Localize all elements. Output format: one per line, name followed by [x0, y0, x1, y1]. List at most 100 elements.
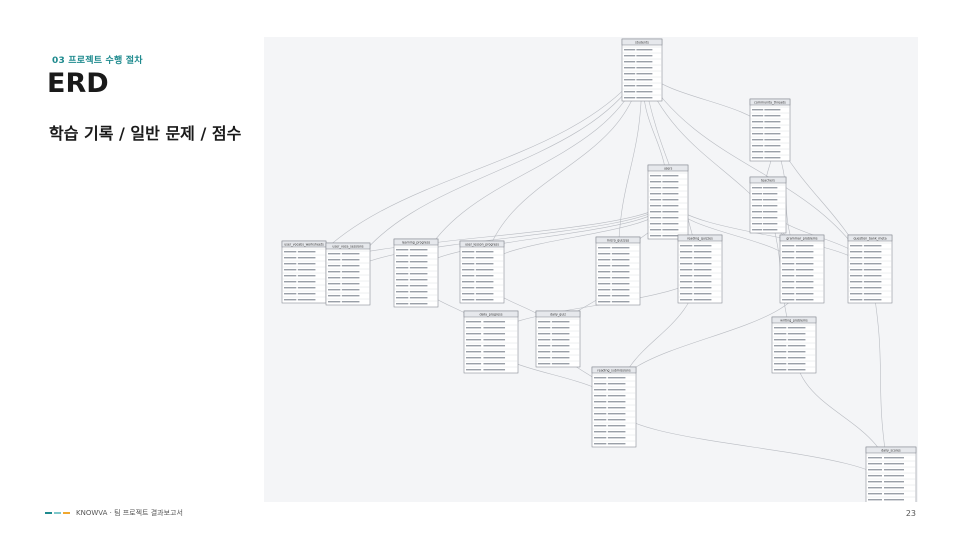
erd-column-name [863, 293, 882, 295]
erd-column-type [396, 249, 409, 251]
erd-column-name [483, 339, 506, 341]
erd-column-name [409, 279, 428, 281]
erd-column-type [680, 269, 693, 271]
erd-canvas: studentscommunity_threadsusersteachersus… [281, 38, 917, 502]
erd-column-type [868, 457, 882, 459]
erd-column-type [868, 493, 882, 495]
erd-column-name [341, 271, 360, 273]
erd-column-name [662, 211, 679, 213]
erd-column-name [795, 257, 814, 259]
erd-column-type [680, 245, 693, 247]
erd-column-name [693, 245, 712, 247]
erd-column-name [611, 289, 630, 291]
erd-column-name [551, 321, 570, 323]
erd-column-type [594, 407, 607, 409]
erd-column-type [538, 357, 551, 359]
erd-column-type [868, 499, 882, 501]
erd-column-type [850, 287, 863, 289]
erd-column-type [466, 369, 482, 371]
erd-column-name [863, 281, 882, 283]
erd-column-type [850, 257, 863, 259]
erd-column-type [328, 283, 341, 285]
erd-column-name [693, 269, 712, 271]
erd-table-name: grammar_problems [786, 237, 818, 241]
erd-column-name [341, 283, 360, 285]
erd-column-name [693, 275, 712, 277]
erd-column-type [752, 193, 763, 195]
erd-column-type [328, 271, 341, 273]
erd-column-type [752, 109, 764, 111]
erd-column-type [396, 279, 409, 281]
erd-table: community_threads [749, 98, 791, 162]
erd-column-name [475, 251, 494, 253]
erd-column-name [764, 145, 781, 147]
erd-column-type [782, 287, 795, 289]
erd-column-name [611, 283, 630, 285]
erd-column-type [850, 293, 863, 295]
erd-table-name: learning_progress [402, 241, 431, 245]
erd-table-header [749, 176, 787, 184]
erd-table-box [647, 164, 689, 240]
erd-column-name [475, 299, 494, 301]
erd-column-name [611, 295, 630, 297]
erd-column-name [409, 255, 428, 257]
erd-column-name [297, 275, 316, 277]
erd-column-name [795, 251, 814, 253]
erd-column-name [884, 499, 904, 501]
erd-column-type [624, 61, 636, 63]
erd-column-type [624, 49, 636, 51]
erd-column-type [752, 199, 763, 201]
erd-column-type [774, 345, 787, 347]
erd-column-name [475, 275, 494, 277]
erd-column-name [409, 261, 428, 263]
erd-column-name [693, 251, 712, 253]
erd-column-type [680, 257, 693, 259]
erd-column-type [462, 269, 475, 271]
erd-column-type [774, 327, 787, 329]
erd-column-name [475, 263, 494, 265]
erd-column-type [624, 79, 636, 81]
footer-brand: KNOWVA · 팀 프로젝트 결과보고서 [76, 509, 183, 517]
erd-table-header [535, 310, 581, 318]
erd-column-name [409, 273, 428, 275]
erd-table: students [621, 38, 663, 102]
erd-table: reading_quizzes [677, 234, 723, 304]
erd-column-name [409, 249, 428, 251]
erd-column-type [328, 301, 341, 303]
erd-column-type [466, 327, 482, 329]
erd-column-name [607, 395, 626, 397]
erd-column-type [650, 175, 662, 177]
erd-column-name [341, 277, 360, 279]
erd-column-name [483, 351, 506, 353]
erd-column-name [607, 389, 626, 391]
erd-column-name [551, 357, 570, 359]
erd-column-type [466, 321, 482, 323]
erd-column-type [624, 97, 636, 99]
erd-column-name [607, 443, 626, 445]
erd-table: user_vocabs_worksheets [281, 240, 327, 304]
erd-column-name [551, 327, 570, 329]
erd-column-type [624, 67, 636, 69]
erd-column-name [693, 257, 712, 259]
erd-column-name [787, 327, 806, 329]
erd-column-type [598, 265, 611, 267]
erd-column-name [884, 493, 904, 495]
erd-column-name [475, 281, 494, 283]
erd-table-box [865, 446, 917, 502]
relationship-line [415, 69, 643, 274]
erd-column-type [680, 263, 693, 265]
erd-column-type [328, 289, 341, 291]
erd-column-type [624, 55, 636, 57]
erd-column-type [462, 275, 475, 277]
erd-column-name [607, 401, 626, 403]
erd-column-name [607, 377, 626, 379]
erd-column-name [787, 369, 806, 371]
erd-column-type [868, 481, 882, 483]
erd-column-name [607, 437, 626, 439]
erd-column-type [774, 339, 787, 341]
erd-column-name [409, 267, 428, 269]
erd-column-name [662, 175, 679, 177]
erd-column-type [538, 321, 551, 323]
erd-column-type [752, 127, 764, 129]
erd-column-type [328, 259, 341, 261]
